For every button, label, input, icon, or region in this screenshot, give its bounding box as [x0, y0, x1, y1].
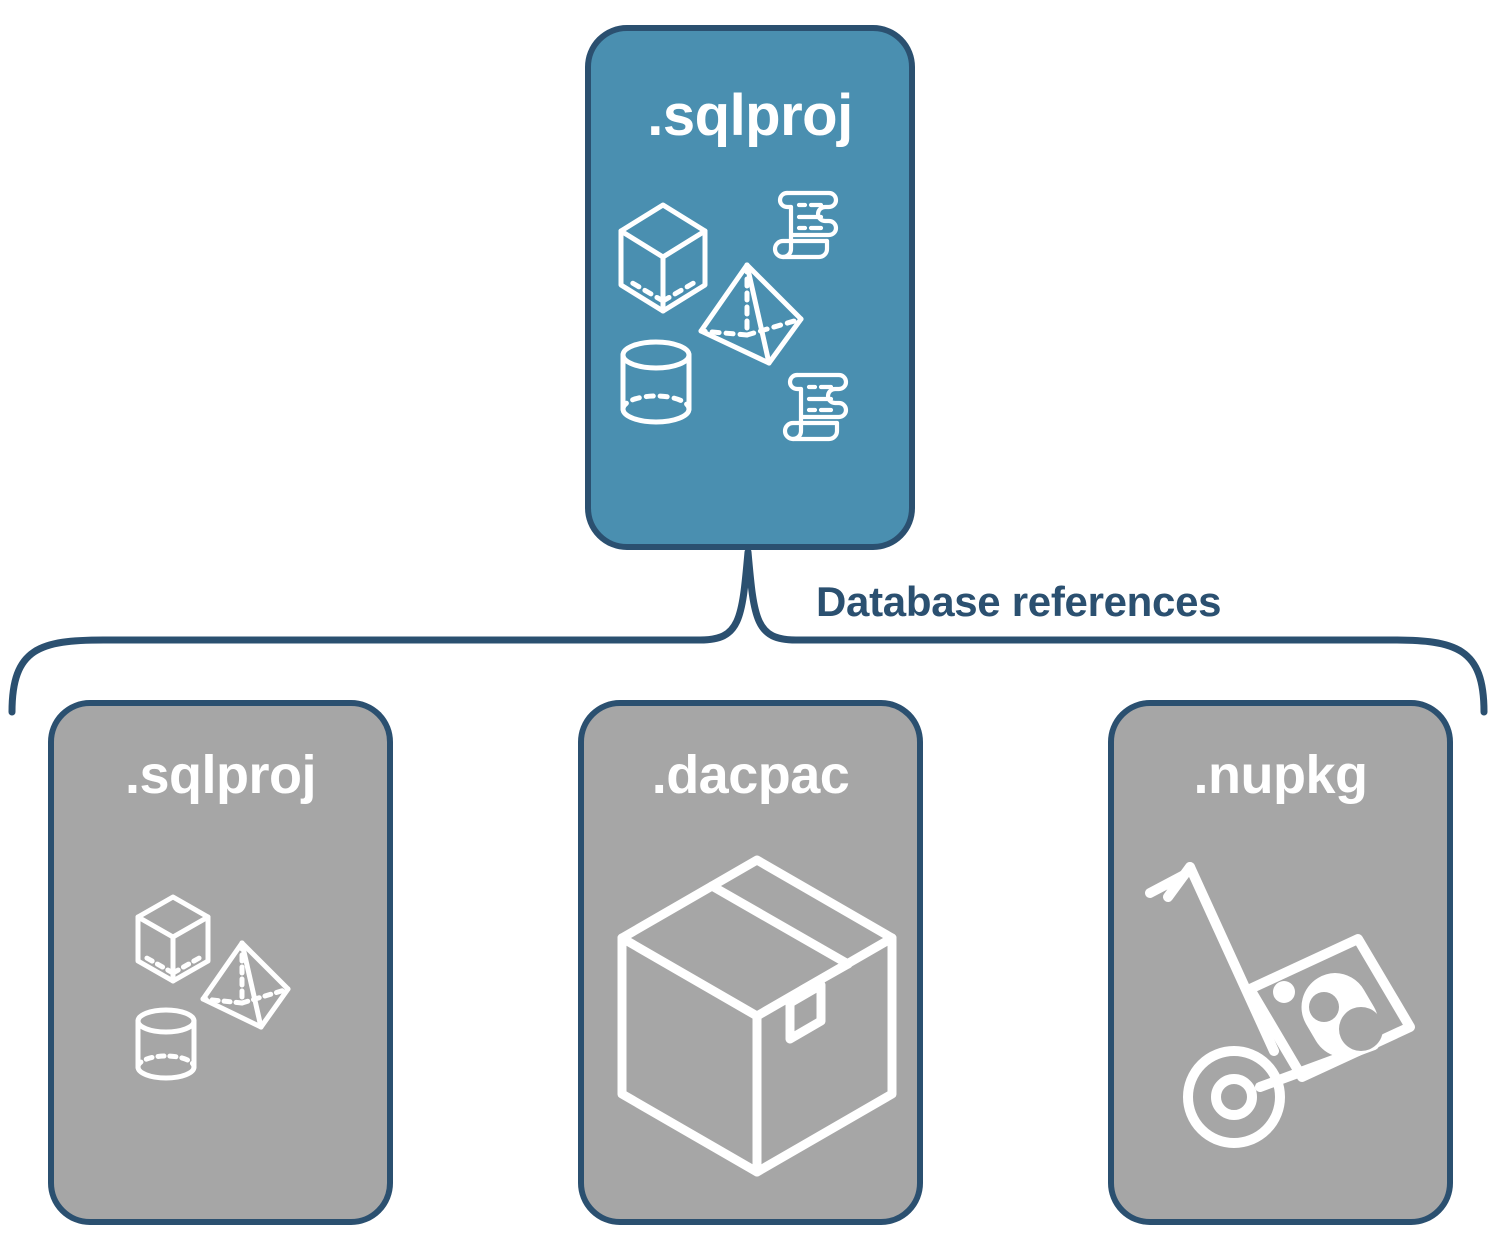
node-ref-dacpac-label: .dacpac — [651, 745, 850, 805]
node-ref-nupkg-icons — [1114, 841, 1447, 1161]
cube-icon — [618, 202, 708, 314]
pyramid-icon — [698, 262, 804, 366]
node-ref-nupkg[interactable]: .nupkg — [1108, 700, 1453, 1225]
node-ref-nupkg-label: .nupkg — [1193, 745, 1368, 805]
node-ref-dacpac-icons — [584, 841, 917, 1177]
node-root-sqlproj-label: .sqlproj — [647, 83, 853, 148]
cylinder-icon — [620, 339, 692, 425]
node-ref-sqlproj-label: .sqlproj — [124, 745, 317, 805]
node-ref-sqlproj-icons — [54, 841, 387, 1141]
cylinder-icon — [135, 1007, 197, 1081]
scroll-icon — [782, 372, 849, 442]
hand-truck-package-icon — [1145, 862, 1415, 1148]
node-ref-sqlproj[interactable]: .sqlproj — [48, 700, 393, 1225]
node-ref-dacpac[interactable]: .dacpac — [578, 700, 923, 1225]
node-root-sqlproj-icons — [591, 179, 909, 479]
cube-icon — [135, 894, 211, 984]
node-root-sqlproj[interactable]: .sqlproj — [585, 25, 915, 550]
brace-path — [8, 548, 1488, 716]
connector-label: Database references — [816, 578, 1222, 625]
package-box-icon — [617, 855, 897, 1177]
scroll-icon — [772, 190, 839, 260]
pyramid-icon — [200, 940, 291, 1030]
